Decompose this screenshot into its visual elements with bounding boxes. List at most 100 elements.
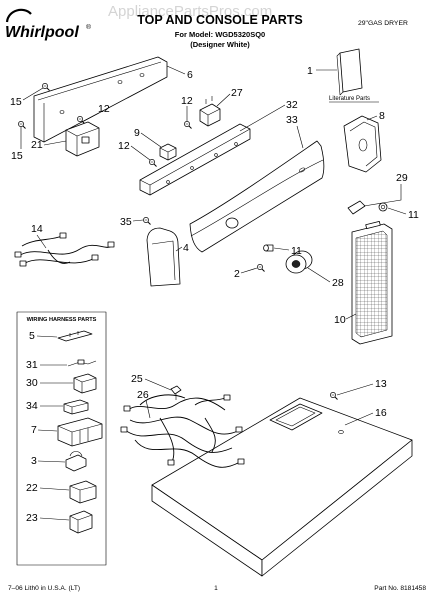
- callout-9: 9: [134, 127, 162, 148]
- callout-label: 26: [137, 389, 149, 401]
- watermark: AppliancePartsPros.com: [108, 3, 272, 20]
- terminal-31: [67, 359, 97, 367]
- callout-label: 23: [26, 512, 38, 524]
- harness-connector-5: [57, 330, 93, 342]
- literature-label: Literature Parts: [329, 96, 370, 102]
- callout-11: 11: [387, 207, 419, 221]
- callout-label: 11: [408, 209, 419, 221]
- callout-15: 15: [11, 127, 23, 162]
- housing-34: [63, 399, 89, 415]
- relay-bracket: [65, 121, 100, 157]
- product-label: 29"GAS DRYER: [358, 20, 408, 27]
- page-number: 1: [214, 585, 218, 592]
- callout-label: 30: [26, 377, 38, 389]
- screw-icon: [148, 158, 157, 167]
- callout-21: 21: [31, 139, 67, 151]
- callout-label: 35: [120, 216, 132, 228]
- callout-5: 5: [29, 330, 58, 342]
- callout-27: 27: [216, 87, 243, 107]
- lint-screen: [351, 220, 393, 345]
- screw-icon: [142, 216, 151, 225]
- callout-label: 27: [231, 87, 243, 99]
- console-end-cap-left: [146, 227, 181, 287]
- callout-label: 25: [131, 373, 143, 385]
- page-title: TOP AND CONSOLE PARTS: [137, 13, 303, 27]
- housing-22: [69, 480, 97, 504]
- housing-30: [73, 373, 97, 394]
- callout-3: 3: [31, 455, 66, 467]
- screw-icon: [17, 120, 26, 129]
- clip-3: [65, 451, 87, 472]
- callout-22: 22: [26, 482, 70, 494]
- knob-clip: [378, 202, 388, 212]
- console: [189, 140, 325, 253]
- callout-10: 10: [334, 313, 357, 326]
- callout-1: 1: [307, 65, 337, 77]
- callout-label: 11: [291, 245, 302, 257]
- callout-label: 12: [181, 95, 193, 107]
- callout-label: 3: [31, 455, 37, 467]
- callout-16: 16: [344, 407, 387, 426]
- top-panel: [151, 397, 413, 577]
- whirlpool-logo: Whirlpool ®: [5, 8, 91, 41]
- callout-32: 32: [239, 99, 298, 132]
- callout-label: 8: [379, 110, 385, 122]
- callout-34: 34: [26, 400, 63, 412]
- whirlpool-swirl-icon: [5, 8, 32, 23]
- harness-box-title: WIRING HARNESS PARTS: [27, 317, 97, 323]
- callout-25: 25: [131, 373, 172, 391]
- callout-26: 26: [137, 389, 151, 419]
- callout-4: 4: [175, 242, 189, 254]
- callout-label: 13: [375, 378, 387, 390]
- control-panel-rear: [33, 56, 168, 143]
- literature-booklet: Literature Parts: [329, 48, 379, 103]
- wire-harness-console: [14, 232, 115, 267]
- callout-12: 12: [118, 140, 151, 161]
- knob-spring: [347, 200, 366, 215]
- callout-label: 15: [11, 150, 23, 162]
- callout-label: 32: [286, 99, 298, 111]
- model-line: For Model: WGD5320SQ0: [175, 30, 265, 39]
- callout-label: 31: [26, 359, 38, 371]
- callout-label: 5: [29, 330, 35, 342]
- callout-31: 31: [26, 359, 67, 371]
- callout-11: 11: [273, 245, 302, 257]
- callout-7: 7: [31, 424, 58, 436]
- callout-29: 29: [363, 172, 408, 207]
- callout-label: 7: [31, 424, 37, 436]
- logo-text: Whirlpool: [5, 24, 79, 41]
- callout-12: 12: [181, 95, 193, 121]
- print-code: 7–06 Lith0 in U.S.A. (LT): [8, 585, 80, 592]
- callout-28: 28: [307, 267, 344, 289]
- knob-clip-center: [263, 244, 274, 252]
- callout-8: 8: [366, 110, 385, 122]
- screw-icon: [41, 82, 50, 91]
- wire-harness-main: [120, 394, 245, 468]
- console-end-cap-right: [343, 115, 382, 173]
- callout-label: 9: [134, 127, 140, 139]
- callout-35: 35: [120, 216, 144, 228]
- switch: [199, 96, 221, 127]
- console-mounting-strip: [139, 123, 251, 196]
- callout-label: 2: [234, 268, 240, 280]
- start-switch: [159, 143, 177, 161]
- callout-2: 2: [234, 267, 258, 280]
- housing-23: [69, 510, 93, 534]
- screw-icon: [329, 391, 338, 400]
- callout-label: 14: [31, 223, 43, 235]
- callout-label: 12: [98, 103, 110, 115]
- callout-label: 33: [286, 114, 298, 126]
- callout-label: 28: [332, 277, 344, 289]
- control-knob: [285, 250, 313, 274]
- callout-label: 16: [375, 407, 387, 419]
- callout-12: 12: [83, 103, 110, 122]
- callout-label: 4: [183, 242, 189, 254]
- callout-label: 29: [396, 172, 408, 184]
- callout-23: 23: [26, 512, 70, 524]
- callout-14: 14: [31, 223, 47, 249]
- callout-label: 6: [187, 69, 193, 81]
- wiring-harness-parts-box: WIRING HARNESS PARTS: [16, 311, 107, 566]
- screw-icon: [183, 120, 192, 129]
